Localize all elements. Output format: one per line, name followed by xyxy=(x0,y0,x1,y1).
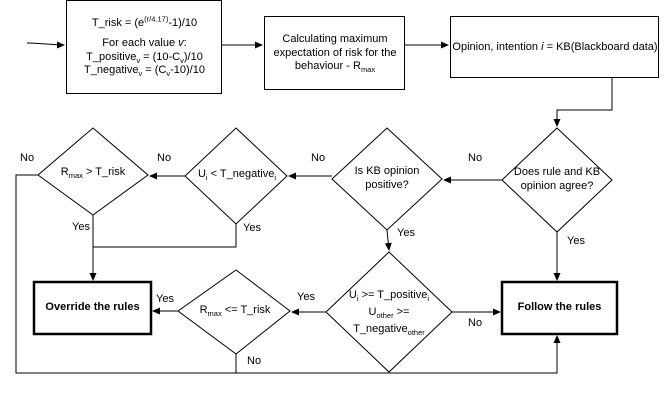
label-uge-yes: Yes xyxy=(297,291,315,303)
line-rmaxgt-no xyxy=(15,174,236,374)
override-rules-box: Override the rules xyxy=(45,301,140,314)
calc-rmax-line2: expectation of risk for the xyxy=(273,46,397,59)
label-agree-yes: Yes xyxy=(567,235,585,247)
arrow-opinion-to-agree xyxy=(553,78,613,127)
follow-rules-box: Follow the rules xyxy=(517,301,602,314)
calc-rmax-box: Calculating maximum expectation of risk … xyxy=(265,17,405,90)
label-kbpos-no: No xyxy=(311,152,326,164)
override-box-shape xyxy=(32,280,153,336)
t-negative-formula: T_negativev = (Cv-10)/10 xyxy=(84,64,205,79)
label-uless-no: No xyxy=(157,152,172,164)
opinion-box-shape xyxy=(450,16,659,78)
for-each-value-text: For each value v: xyxy=(102,36,187,49)
t-positive-formula: T_positivev = (10-Cv)/10 xyxy=(86,50,203,65)
arrow-kbpos-yes xyxy=(384,229,392,251)
calc-rmax-line1: Calculating maximum xyxy=(282,32,388,45)
u-ge-diamond-shape xyxy=(325,251,453,373)
label-rmaxle-no: No xyxy=(247,355,262,367)
arrow-rmaxle-no xyxy=(235,335,561,374)
line-uless-yes xyxy=(93,224,237,248)
label-rmaxgt-no: No xyxy=(20,152,35,164)
calc-rmax-box-shape xyxy=(264,16,405,90)
rmax-gt-decision: Rmax > T_risk xyxy=(60,166,126,181)
label-rmaxle-yes: Yes xyxy=(156,293,174,305)
label-uless-yes: Yes xyxy=(243,222,261,234)
label-kbpos-yes: Yes xyxy=(397,227,415,239)
label-agree-no: No xyxy=(468,152,483,164)
thresholds-box-shape xyxy=(66,0,222,94)
rmax-le-decision: Rmax <= T_risk xyxy=(199,304,271,319)
label-rmaxgt-yes: Yes xyxy=(72,221,90,233)
kb-positive-decision: Is KB opinion positive? xyxy=(354,165,420,191)
opinion-box: Opinion, intention i = KB(Blackboard dat… xyxy=(452,40,658,53)
agree-decision: Does rule and KB opinion agree? xyxy=(513,166,601,192)
follow-box-shape xyxy=(500,280,619,336)
thresholds-box: T_risk = (e(r/4.17)-1)/10 For each value… xyxy=(67,1,222,94)
u-less-decision: Ui < T_negativei xyxy=(197,168,277,183)
calc-rmax-line3: behaviour - Rmax xyxy=(294,60,376,75)
u-ge-decision: Ui >= T_positivei Uother >= T_negativeot… xyxy=(348,289,430,338)
t-risk-formula: T_risk = (e(r/4.17)-1)/10 xyxy=(91,14,198,29)
label-uge-no: No xyxy=(468,317,483,329)
entry-arrow xyxy=(26,41,65,49)
